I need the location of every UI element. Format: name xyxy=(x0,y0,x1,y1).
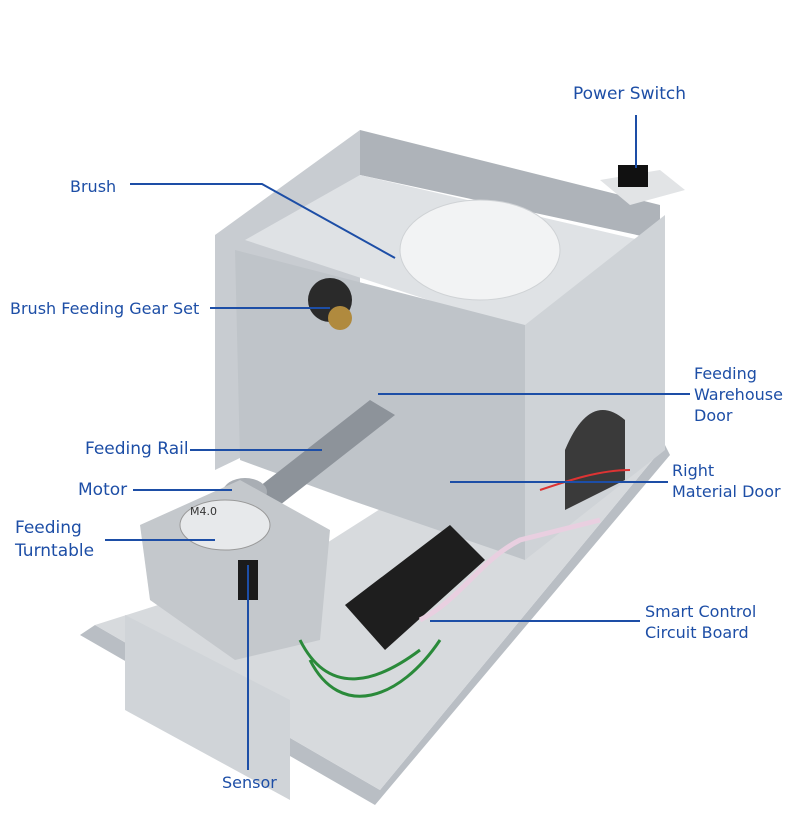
label-line: Material Door xyxy=(672,482,781,501)
label-feeding-turntable: Feeding Turntable xyxy=(15,517,94,563)
circuit-board xyxy=(345,525,485,650)
ribbon-cable xyxy=(418,517,601,623)
label-line: Feeding xyxy=(694,364,757,383)
label-right-material-door: Right Material Door xyxy=(672,460,781,502)
label-line: Circuit Board xyxy=(645,623,749,642)
label-line: Smart Control xyxy=(645,602,757,621)
label-brush: Brush xyxy=(70,177,117,196)
label-sensor: Sensor xyxy=(222,773,277,792)
turntable-marking: M4.0 xyxy=(190,505,217,518)
feeding-rail-shape xyxy=(255,400,395,505)
label-line: Turntable xyxy=(15,541,95,561)
housing-arch xyxy=(565,410,625,510)
label-brush-feeding-gear-set: Brush Feeding Gear Set xyxy=(10,299,200,318)
label-line: Feeding xyxy=(15,518,82,538)
fan-blades xyxy=(399,199,561,301)
sensor-body xyxy=(238,560,258,600)
label-line: Right xyxy=(672,461,715,480)
power-switch-body xyxy=(618,165,648,187)
housing-front-panel xyxy=(525,215,665,560)
housing-back-wall xyxy=(360,130,660,240)
label-smart-control-circuit-board: Smart Control Circuit Board xyxy=(645,601,756,643)
label-feeding-rail: Feeding Rail xyxy=(85,439,189,459)
label-motor: Motor xyxy=(78,480,128,500)
turntable-disc xyxy=(179,499,271,551)
wires-red xyxy=(539,469,631,491)
label-line: Door xyxy=(694,406,733,425)
label-power-switch: Power Switch xyxy=(573,84,687,104)
wires xyxy=(298,639,442,698)
label-line: Warehouse xyxy=(694,385,783,404)
gear-brass xyxy=(328,306,352,330)
label-feeding-warehouse-door: Feeding Warehouse Door xyxy=(694,363,783,426)
